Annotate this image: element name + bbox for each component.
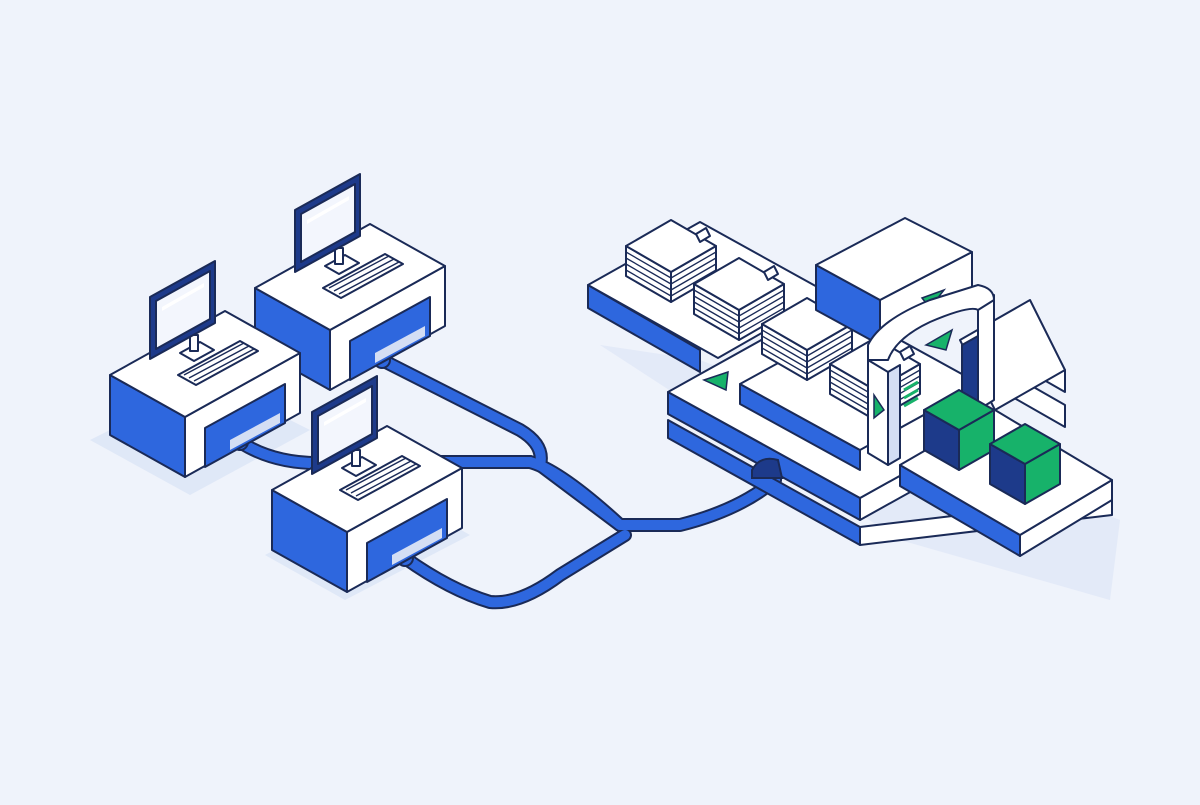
cable-inlet <box>751 457 784 479</box>
direction-arrow-icon <box>701 370 729 392</box>
direction-arrow-icon <box>924 328 954 351</box>
direction-arrow-icon <box>873 392 886 420</box>
network-cables <box>231 351 782 610</box>
scan-beam-icon <box>903 380 919 408</box>
